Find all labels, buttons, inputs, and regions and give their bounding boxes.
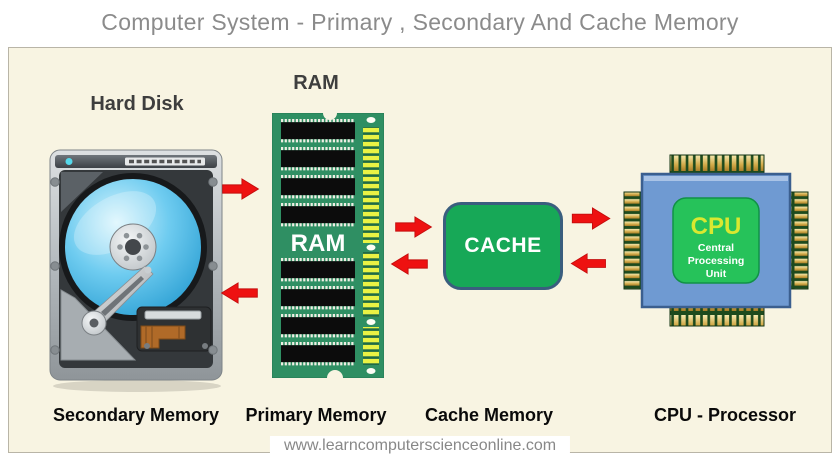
arrow-cache-to-cpu-icon (571, 207, 611, 230)
cpu-image: CPU Central Processing Unit (623, 154, 809, 327)
ram-top-notch (323, 113, 337, 120)
actuator-head (144, 266, 152, 274)
arrow-hard-disk-to-ram-icon (222, 178, 260, 200)
svg-text:Central: Central (698, 242, 734, 254)
actuator-arm-cutout (101, 276, 144, 316)
caption-cache-memory: Cache Memory (424, 405, 554, 425)
cpu-label: CPU (691, 213, 742, 240)
cpu-package-highlight (644, 176, 788, 181)
caption-primary-memory: Primary Memory (245, 405, 387, 425)
cpu-pins-bottom (669, 305, 765, 327)
cache-box: CACHE (443, 202, 563, 290)
ram-heading: RAM (293, 72, 339, 94)
hard-disk-label-strip (125, 157, 205, 166)
cpu-pins-top (669, 154, 765, 176)
cpu-pins-right (788, 191, 809, 290)
svg-text:Processing: Processing (688, 255, 745, 267)
hard-disk-led (65, 158, 73, 165)
caption-secondary-memory: Secondary Memory (52, 405, 220, 425)
ram-image: RAM (272, 113, 384, 378)
arrow-ram-to-cache-icon (395, 216, 433, 238)
page-title: Computer System - Primary , Secondary An… (101, 9, 739, 35)
ram-chips (281, 118, 355, 366)
ram-bottom-notch (327, 370, 343, 378)
arrow-cache-to-ram-icon (390, 253, 428, 275)
hard-disk-shadow (53, 380, 221, 392)
hdd-screws (50, 177, 218, 355)
hard-disk-image (49, 149, 223, 392)
hard-disk-heading: Hard Disk (90, 93, 184, 115)
arrow-cpu-to-cache-icon (570, 253, 606, 274)
ram-chip-label: RAM (291, 230, 346, 257)
footer-url: www.learncomputerscienceonline.com (269, 436, 571, 456)
cpu-sublabel: Central Processing Unit (688, 242, 745, 280)
cache-label: CACHE (464, 234, 542, 257)
spindle-center (125, 239, 141, 255)
arrow-ram-to-hard-disk-icon (220, 282, 258, 304)
caption-cpu-processor: CPU - Processor (653, 405, 797, 425)
hard-disk-corner-plate (61, 172, 103, 212)
svg-text:Unit: Unit (706, 268, 727, 280)
hdd-connector-strip (144, 310, 202, 320)
ram-connector-edge (363, 127, 379, 365)
cpu-die (672, 197, 760, 284)
cpu-pins-left (623, 191, 644, 290)
